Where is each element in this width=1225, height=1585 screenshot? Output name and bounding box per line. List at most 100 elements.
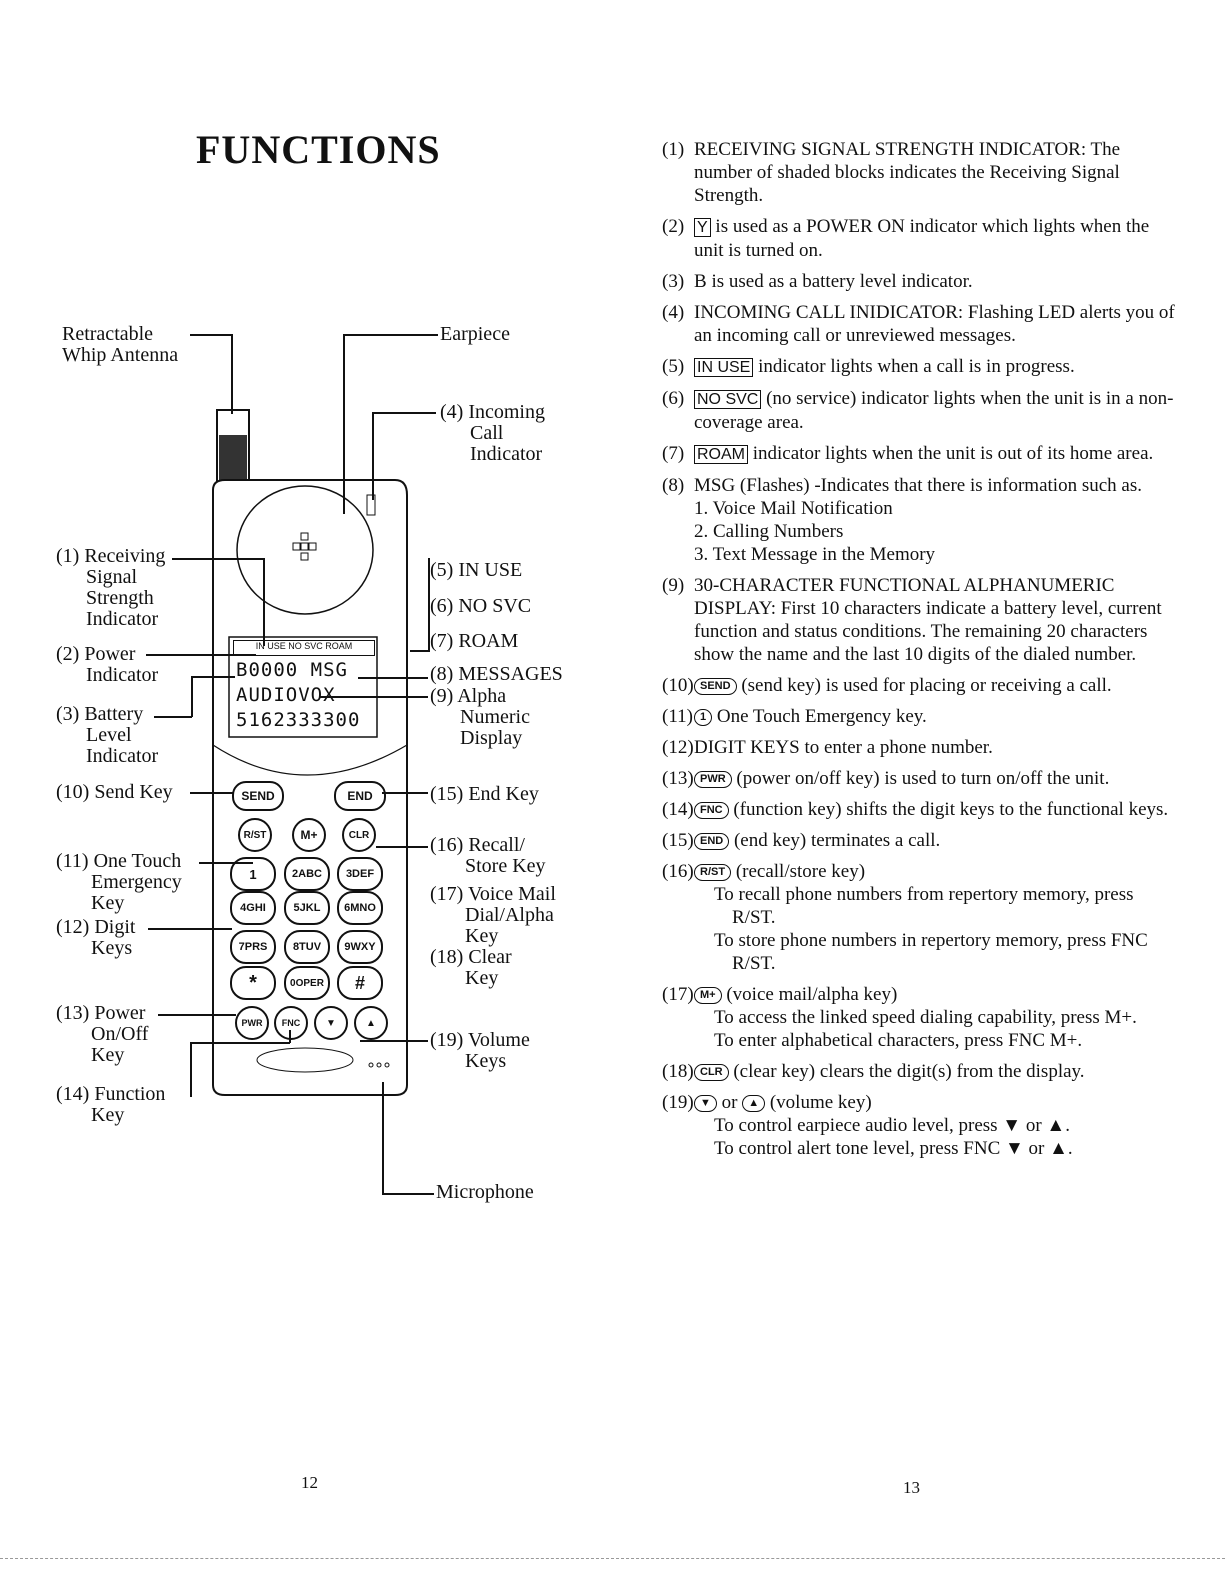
end-key[interactable]: END xyxy=(334,781,386,811)
desc-6: (6)NO SVC (no service) indicator lights … xyxy=(662,388,1174,433)
leader-line xyxy=(191,676,193,717)
key-6[interactable]: 6MNO xyxy=(337,891,383,925)
leader-line xyxy=(428,558,430,650)
end-key-icon: END xyxy=(694,833,730,850)
label-incoming: (4) Incoming Call Indicator xyxy=(440,401,545,465)
desc-16: (16)R/ST (recall/store key) To recall ph… xyxy=(662,861,1148,974)
label-roam: (7) ROAM xyxy=(430,630,519,652)
key-star[interactable]: * xyxy=(230,966,276,1000)
leader-line xyxy=(410,650,430,652)
leader-line xyxy=(231,334,233,414)
label-clear: (18) Clear Key xyxy=(430,946,512,989)
volume-down-icon: ▼ xyxy=(694,1095,717,1112)
desc-9: (9)30-CHARACTER FUNCTIONAL ALPHANUMERIC … xyxy=(662,575,1162,665)
label-power-indicator: (2) Power Indicator xyxy=(56,643,159,686)
key-4[interactable]: 4GHI xyxy=(230,891,276,925)
key-7[interactable]: 7PRS xyxy=(230,930,276,964)
desc-19: (19)▼ or ▲ (volume key) To control earpi… xyxy=(662,1092,1073,1159)
display-line-3: 5162333300 xyxy=(236,709,361,731)
desc-8: (8)MSG (Flashes) -Indicates that there i… xyxy=(662,475,1142,565)
leader-line xyxy=(320,696,428,698)
leader-line xyxy=(146,654,256,656)
desc-2: (2)Y is used as a POWER ON indicator whi… xyxy=(662,216,1150,261)
leader-line xyxy=(154,716,192,718)
battery-icon: B xyxy=(694,271,707,292)
recall-store-key[interactable]: R/ST xyxy=(238,818,272,852)
label-signal: (1) Receiving Signal Strength Indicator xyxy=(56,545,166,630)
leader-line xyxy=(158,1014,236,1016)
key-5[interactable]: 5JKL xyxy=(284,891,330,925)
function-key-icon: FNC xyxy=(694,802,729,819)
label-recall: (16) Recall/ Store Key xyxy=(430,834,546,877)
leader-line xyxy=(190,792,234,794)
voice-mail-key[interactable]: M+ xyxy=(292,818,326,852)
label-function: (14) Function Key xyxy=(56,1083,166,1126)
leader-line xyxy=(372,412,436,414)
clear-key-icon: CLR xyxy=(694,1064,729,1081)
desc-3: (3)B is used as a battery level indicato… xyxy=(662,271,973,292)
volume-down-key[interactable]: ▼ xyxy=(314,1006,348,1040)
leader-line xyxy=(382,1082,384,1194)
desc-7: (7)ROAM indicator lights when the unit i… xyxy=(662,443,1154,464)
clear-key[interactable]: CLR xyxy=(342,818,376,852)
key-hash[interactable]: # xyxy=(337,966,383,1000)
leader-line xyxy=(343,334,345,514)
label-end: (15) End Key xyxy=(430,783,539,805)
label-earpiece: Earpiece xyxy=(440,323,510,345)
power-key-icon: PWR xyxy=(694,771,732,788)
key-0[interactable]: 0OPER xyxy=(284,966,330,1000)
voicemail-key-icon: M+ xyxy=(694,987,722,1004)
desc-18: (18)CLR (clear key) clears the digit(s) … xyxy=(662,1061,1085,1082)
leader-line xyxy=(372,412,374,500)
function-key[interactable]: FNC xyxy=(274,1006,308,1040)
key-9[interactable]: 9WXY xyxy=(337,930,383,964)
one-key-icon: 1 xyxy=(694,709,713,726)
desc-5: (5)IN USE indicator lights when a call i… xyxy=(662,356,1075,377)
power-key[interactable]: PWR xyxy=(235,1006,269,1040)
page-number-right: 13 xyxy=(903,1478,920,1497)
leader-line xyxy=(190,1042,290,1044)
label-microphone: Microphone xyxy=(436,1181,534,1203)
function-descriptions: (1)RECEIVING SIGNAL STRENGTH INDICATOR: … xyxy=(662,138,1178,1168)
desc-17: (17)M+ (voice mail/alpha key) To access … xyxy=(662,984,1137,1051)
label-alpha: (9) Alpha Numeric Display xyxy=(430,685,530,749)
desc-10: (10)SEND (send key) is used for placing … xyxy=(662,675,1112,696)
key-8[interactable]: 8TUV xyxy=(284,930,330,964)
recall-key-icon: R/ST xyxy=(694,864,732,881)
power-on-icon: Y xyxy=(694,218,711,237)
label-pwr-key: (13) Power On/Off Key xyxy=(56,1002,149,1066)
leader-line xyxy=(406,846,408,958)
leader-line xyxy=(191,676,235,678)
label-one-touch: (11) One Touch Emergency Key xyxy=(56,850,182,914)
desc-4: (4)INCOMING CALL INIDICATOR: Flashing LE… xyxy=(662,302,1175,346)
label-in-use: (5) IN USE xyxy=(430,559,523,581)
leader-line xyxy=(343,334,438,336)
display-line-2: AUDIOVOX xyxy=(236,684,336,706)
label-no-svc: (6) NO SVC xyxy=(430,595,532,617)
leader-line xyxy=(148,928,232,930)
key-3[interactable]: 3DEF xyxy=(337,857,383,891)
phone-illustration xyxy=(212,409,408,1096)
label-messages: (8) MESSAGES xyxy=(430,663,563,685)
leader-line xyxy=(190,1042,192,1097)
volume-up-icon: ▲ xyxy=(742,1095,766,1112)
leader-line xyxy=(360,1040,428,1042)
leader-line xyxy=(172,558,264,560)
leader-line xyxy=(382,1193,434,1195)
page-number-left: 12 xyxy=(301,1473,318,1492)
page-divider xyxy=(0,1558,1225,1560)
leader-line xyxy=(289,1030,291,1043)
send-key[interactable]: SEND xyxy=(232,781,284,811)
desc-15: (15)END (end key) terminates a call. xyxy=(662,830,941,851)
label-digit: (12) Digit Keys xyxy=(56,916,136,959)
leader-line xyxy=(358,677,428,679)
leader-line xyxy=(382,792,428,794)
leader-line xyxy=(376,846,428,848)
key-2[interactable]: 2ABC xyxy=(284,857,330,891)
desc-14: (14)FNC (function key) shifts the digit … xyxy=(662,799,1169,820)
volume-up-key[interactable]: ▲ xyxy=(354,1006,388,1040)
label-volume: (19) Volume Keys xyxy=(430,1029,530,1072)
desc-11: (11)1 One Touch Emergency key. xyxy=(662,706,927,727)
label-battery: (3) Battery Level Indicator xyxy=(56,703,159,767)
display-line-1: B0000 MSG xyxy=(236,659,348,681)
